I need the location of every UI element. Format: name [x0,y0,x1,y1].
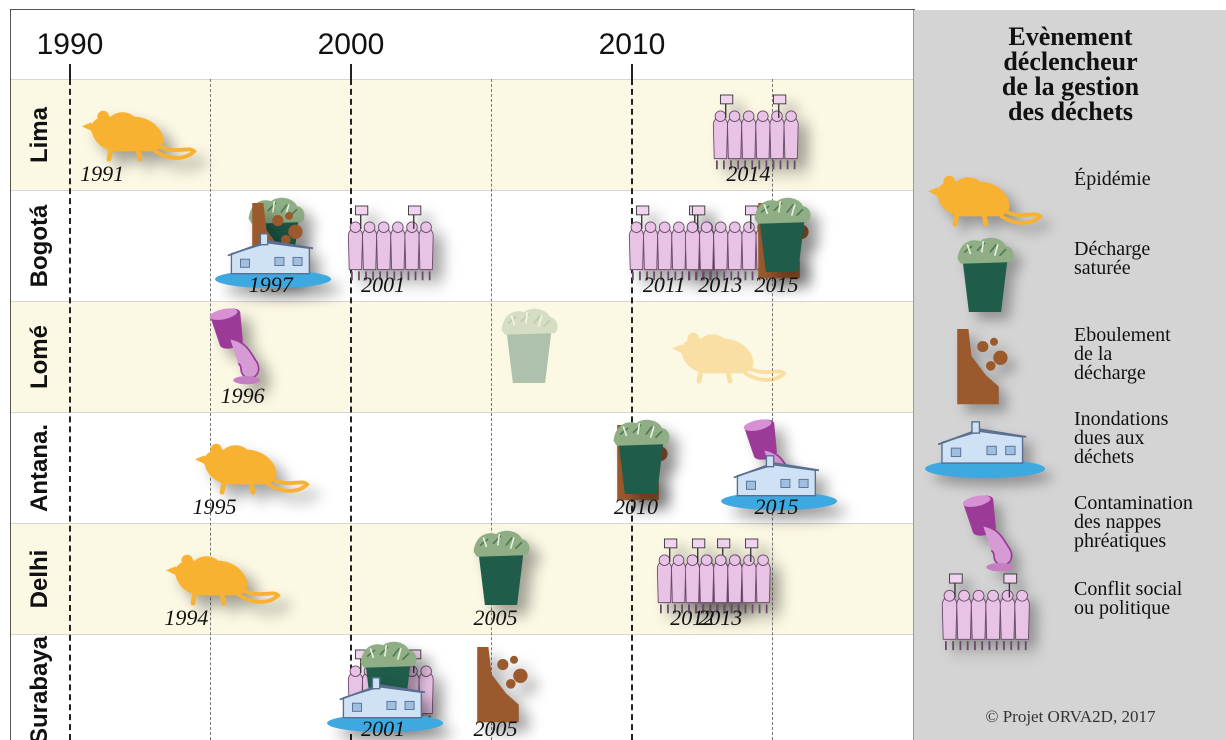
contamination-icon [209,308,260,385]
event-year-label: 2013 [698,272,743,297]
event-year-label: 2015 [754,494,799,519]
year-tick [631,64,633,82]
gridline-2000 [350,79,352,740]
contamination-icon [962,495,1013,572]
legend-title-line: Evènement [1008,22,1133,51]
city-label: Lima [26,106,53,163]
city-label: Antana. [26,423,53,512]
dump-icon [957,237,1014,313]
conflict-icon [713,94,800,170]
event-year-label: 1995 [192,494,237,519]
event-year-label: 2001 [361,716,406,740]
conflict-icon [685,538,771,614]
band-separator [10,412,913,413]
legend-label-line: déchets [1074,446,1134,468]
legend-title-line: de la gestion [1001,72,1140,101]
top-rule [10,9,915,10]
epidemic-icon [194,443,310,495]
epidemic-icon [166,554,282,606]
legend-label-line: décharge [1074,362,1146,384]
gridline-2010 [631,79,633,740]
event-year-label: 2005 [473,716,518,740]
legend-label-line: saturée [1074,257,1131,279]
legend-label-line: Contamination [1074,492,1193,514]
gridline-2005 [490,79,492,740]
event-year-label: 1991 [80,161,125,186]
flood-icon [327,677,444,733]
city-label: Surabaya [26,635,53,740]
year-tick [69,64,71,82]
legend-label-line: Épidémie [1074,168,1151,190]
dump-icon [613,419,670,495]
year-label: 2000 [317,28,385,61]
conflict-icon [348,205,434,281]
city-label: Bogotá [26,204,53,287]
band-separator [10,190,913,191]
credit-text: © Projet ORVA2D, 2017 [985,707,1156,726]
dump-icon [754,197,810,273]
city-label: Delhi [26,549,53,608]
band-separator [10,523,913,524]
gridline-2015 [771,79,773,740]
flood-icon [720,455,837,511]
city-band [10,634,913,740]
legend-label-line: Inondations [1074,408,1169,430]
legend-label-line: Eboulement [1074,324,1171,346]
legend-label-line: Conflit social [1074,578,1183,600]
event-year-label: 2005 [473,605,518,630]
event-year-label: 1997 [248,272,293,297]
legend-panel: Evènement déclencheur de la gestion des … [913,10,1226,740]
legend-label-line: des nappes [1074,511,1162,533]
legend-label-line: phréatiques [1074,530,1167,552]
band-separator [10,301,913,302]
legend-title: Evènement déclencheur de la gestion des … [914,22,1226,126]
epidemic-icon [82,110,197,162]
left-rule [10,9,11,740]
city-band [10,301,913,412]
event-year-label: 2013 [698,605,743,630]
city-label: Lomé [26,324,53,389]
year-label: 2010 [598,28,666,61]
event-year-label: 2010 [614,494,658,519]
event-year-label: 2014 [726,161,771,186]
conflict-icon [941,573,1030,651]
flood-icon [214,233,331,289]
event-year-label: 1996 [220,383,265,408]
city-band [10,523,913,634]
landslide-icon [957,329,1008,405]
epidemic-icon [672,332,787,384]
landslide-icon [476,647,528,723]
year-tick [350,64,352,82]
legend-title-line: des déchets [1008,97,1133,126]
legend-label-line: de la [1074,343,1113,365]
event-year-label: 2011 [642,272,686,297]
year-label: 1990 [36,28,104,61]
dump-icon [473,530,529,606]
event-year-label: 2012 [670,605,715,630]
flood-icon [925,421,1046,479]
gridline-1990 [69,79,71,740]
dump-icon [501,308,558,384]
legend-label-epidemic: Épidémie [1074,168,1151,190]
event-year-label: 2001 [361,272,406,297]
gridline-1995 [209,79,211,740]
legend-label-line: Décharge [1074,238,1151,260]
legend-title-line: déclencheur [1003,47,1138,76]
band-separator [10,79,913,80]
event-year-label: 1994 [164,605,209,630]
event-year-label: 2015 [754,272,799,297]
epidemic-icon [927,175,1043,227]
legend-label-line: ou politique [1074,597,1171,619]
band-separator [10,634,913,635]
legend-label-line: dues aux [1074,427,1145,449]
